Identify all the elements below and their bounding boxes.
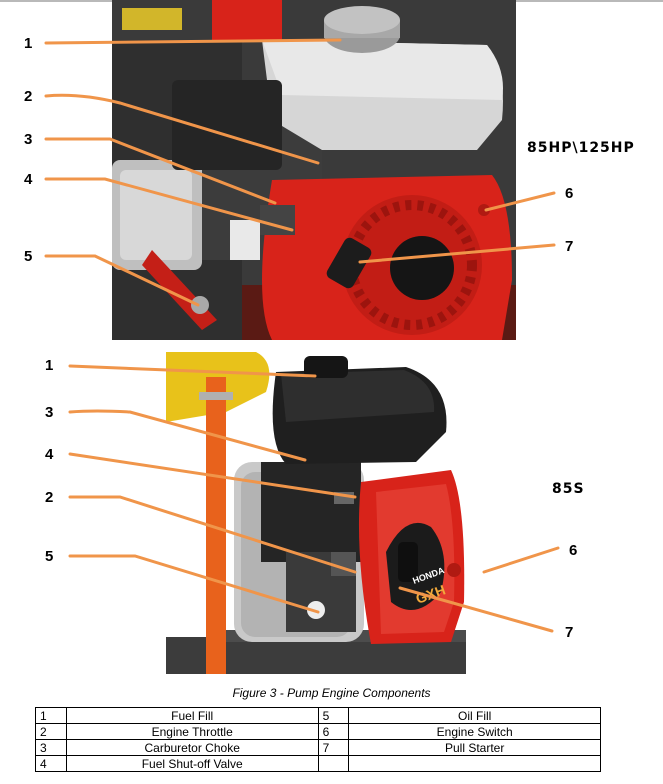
legend-number: 6 [317, 723, 350, 740]
table-row: 3 Carburetor Choke 7 Pull Starter [35, 739, 601, 756]
table-row: 1 Fuel Fill 5 Oil Fill [35, 707, 601, 724]
callout-line-6-bottom [482, 546, 560, 574]
callout-number: 7 [565, 624, 574, 641]
callout-number: 6 [569, 542, 578, 559]
legend-label: Oil Fill [348, 707, 601, 724]
legend-number [317, 755, 350, 772]
callout-number: 5 [45, 548, 54, 565]
legend-number: 5 [317, 707, 350, 724]
engine-illustration-85s: HONDA GXH [166, 352, 466, 674]
callout-number: 6 [565, 185, 574, 202]
components-legend-table: 1 Fuel Fill 5 Oil Fill 2 Engine Throttle… [35, 707, 601, 772]
engine-illustration-85hp-125hp [112, 0, 516, 340]
callout-number: 4 [45, 446, 54, 463]
figure-caption: Figure 3 - Pump Engine Components [232, 686, 431, 700]
legend-label: Pull Starter [348, 739, 601, 756]
legend-number: 3 [35, 739, 67, 756]
legend-label: Engine Throttle [65, 723, 319, 740]
legend-number: 7 [317, 739, 350, 756]
legend-number: 1 [35, 707, 67, 724]
legend-label: Fuel Fill [65, 707, 319, 724]
legend-number: 4 [35, 755, 67, 772]
table-row: 4 Fuel Shut-off Valve [35, 755, 601, 772]
legend-label: Carburetor Choke [65, 739, 319, 756]
callout-number: 3 [45, 404, 54, 421]
legend-label [348, 755, 601, 772]
callout-number: 1 [24, 35, 33, 52]
callout-number: 7 [565, 238, 574, 255]
callout-number: 2 [24, 88, 33, 105]
callout-number: 5 [24, 248, 33, 265]
table-row: 2 Engine Throttle 6 Engine Switch [35, 723, 601, 740]
callout-number: 2 [45, 489, 54, 506]
model-label-top: 85HP\125HP [527, 140, 635, 156]
legend-label: Engine Switch [348, 723, 601, 740]
callout-number: 1 [45, 357, 54, 374]
legend-label: Fuel Shut-off Valve [65, 755, 319, 772]
model-label-bottom: 85S [552, 481, 585, 497]
callout-number: 4 [24, 171, 33, 188]
callout-number: 3 [24, 131, 33, 148]
legend-number: 2 [35, 723, 67, 740]
